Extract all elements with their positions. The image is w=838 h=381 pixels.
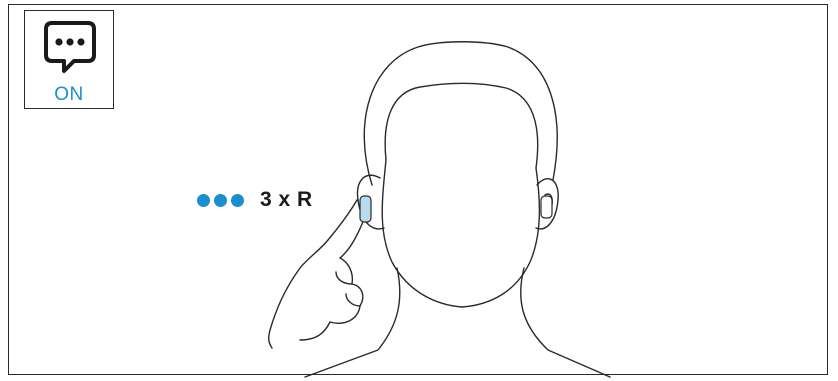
hand-outline [270, 268, 300, 330]
hairline [385, 83, 538, 168]
tap-gesture-indicator: 3 x R [197, 185, 313, 215]
head-outline [364, 42, 557, 185]
tap-dot [197, 194, 210, 207]
tap-dot [214, 194, 227, 207]
neck-right [521, 268, 610, 377]
face-outline [382, 160, 539, 307]
mode-status-label: ON [25, 84, 113, 106]
tap-dots-icon [197, 194, 244, 207]
tap-count-label: 3 x R [260, 188, 313, 212]
mode-indicator-box: ON [24, 10, 114, 109]
speech-bubble-ellipsis-icon [44, 19, 96, 75]
left-earbud [360, 196, 371, 222]
tap-dot [231, 194, 244, 207]
right-earbud [541, 196, 552, 218]
